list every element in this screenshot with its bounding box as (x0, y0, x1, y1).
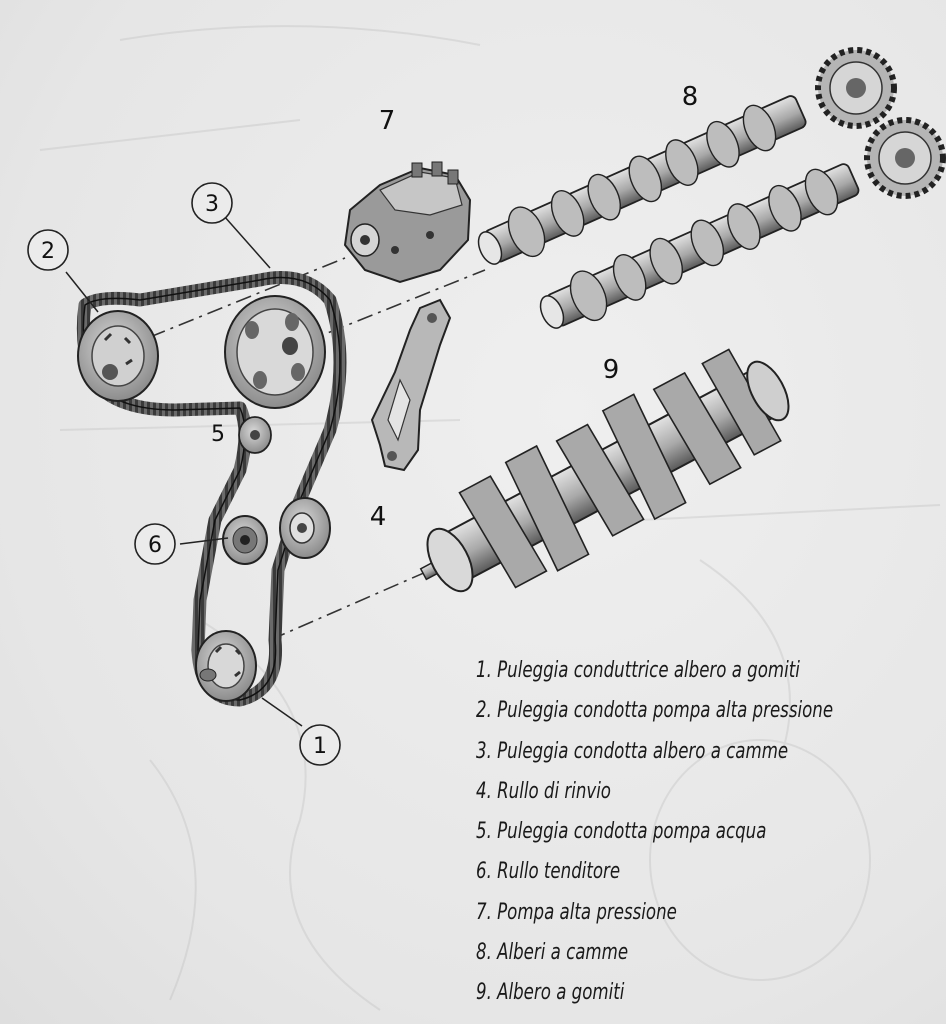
high-pressure-pump (343, 161, 472, 284)
idler-roller (279, 497, 331, 559)
camshaft-pulley (224, 295, 326, 409)
label-5: 5 (211, 422, 225, 447)
tensioner-bracket (370, 298, 452, 472)
callout-2: 2 (27, 229, 69, 271)
camshafts (477, 47, 946, 329)
callout-6: 6 (134, 523, 176, 565)
legend-item-4: 4. Rullo di rinvio (476, 778, 611, 804)
legend-item-1: 1. Puleggia conduttrice albero a gomiti (476, 658, 800, 683)
legend-item-9: 9. Albero a gomiti (476, 980, 625, 1006)
legend-item-7: 7. Pompa alta pressione (476, 899, 677, 925)
label-7: 7 (379, 106, 396, 136)
label-9: 9 (603, 355, 620, 385)
label-4: 4 (370, 502, 387, 532)
callout-3: 3 (191, 182, 233, 224)
tensioner-roller (222, 515, 268, 565)
water-pump-pulley (238, 416, 272, 454)
camshaft-upper (477, 95, 807, 265)
legend-list: 1. Puleggia conduttrice albero a gomiti … (476, 651, 833, 1014)
legend-item-8: 8. Alberi a camme (476, 940, 629, 966)
callout-leaders (65, 215, 303, 727)
legend-item-2: 2. Puleggia condotta pompa alta pression… (476, 698, 834, 724)
crankshaft-pulley (195, 630, 257, 702)
camshaft-lower (539, 163, 860, 329)
label-8: 8 (682, 82, 699, 112)
pump-pulley (77, 310, 159, 402)
callout-1: 1 (299, 724, 341, 766)
legend-item-5: 5. Puleggia condotta pompa acqua (476, 819, 767, 845)
callout-6-label: 6 (148, 533, 162, 558)
crankshaft (419, 348, 790, 593)
legend-item-3: 3. Puleggia condotta albero a camme (476, 738, 789, 764)
callout-2-label: 2 (41, 239, 55, 264)
legend-item-6: 6. Rullo tenditore (476, 859, 621, 885)
camshaft-gears (815, 47, 946, 199)
callout-1-label: 1 (313, 734, 327, 759)
callout-3-label: 3 (205, 192, 219, 217)
